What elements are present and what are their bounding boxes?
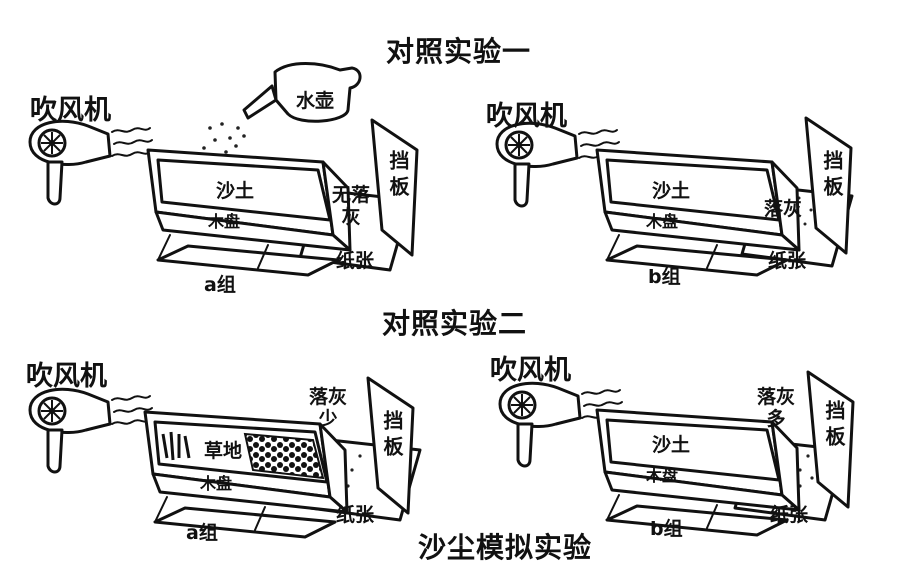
label-dryer: 吹风机 xyxy=(30,95,111,126)
label-kettle: 水壶 xyxy=(296,90,335,112)
label-tray: 木盘 xyxy=(646,212,679,231)
label-sand: 沙土 xyxy=(214,176,257,203)
label-baffle: 挡板 xyxy=(380,410,404,462)
label-group-b: b组 xyxy=(650,518,683,540)
label-group-a: a组 xyxy=(186,522,218,544)
label-sand: 沙土 xyxy=(650,176,693,203)
label-more-dust: 落灰多 xyxy=(756,386,795,430)
label-dryer: 吹风机 xyxy=(26,361,107,392)
label-dust: 落灰 xyxy=(764,198,803,220)
title-experiment-1: 对照实验一 xyxy=(386,35,532,68)
label-baffle: 挡板 xyxy=(822,400,846,452)
label-tray: 木盘 xyxy=(200,474,233,493)
label-paper: 纸张 xyxy=(336,250,375,272)
label-less-dust: 落灰少 xyxy=(308,386,347,430)
label-group-a: a组 xyxy=(204,274,236,296)
label-no-dust: 无落灰 xyxy=(331,184,370,228)
label-dryer: 吹风机 xyxy=(490,355,571,386)
label-group-b: b组 xyxy=(648,266,681,288)
label-grass: 草地 xyxy=(202,436,245,463)
label-paper: 纸张 xyxy=(768,250,807,272)
label-tray: 木盘 xyxy=(646,466,679,485)
label-sand: 沙土 xyxy=(650,430,693,457)
label-paper: 纸张 xyxy=(336,504,375,526)
label-tray: 木盘 xyxy=(208,212,241,231)
label-baffle: 挡板 xyxy=(820,150,844,202)
main-title: 沙尘模拟实验 xyxy=(418,531,593,564)
label-paper: 纸张 xyxy=(770,504,809,526)
kettle-icon xyxy=(202,62,362,162)
label-dryer: 吹风机 xyxy=(486,101,567,132)
label-baffle: 挡板 xyxy=(386,150,410,202)
title-experiment-2: 对照实验二 xyxy=(382,307,528,340)
